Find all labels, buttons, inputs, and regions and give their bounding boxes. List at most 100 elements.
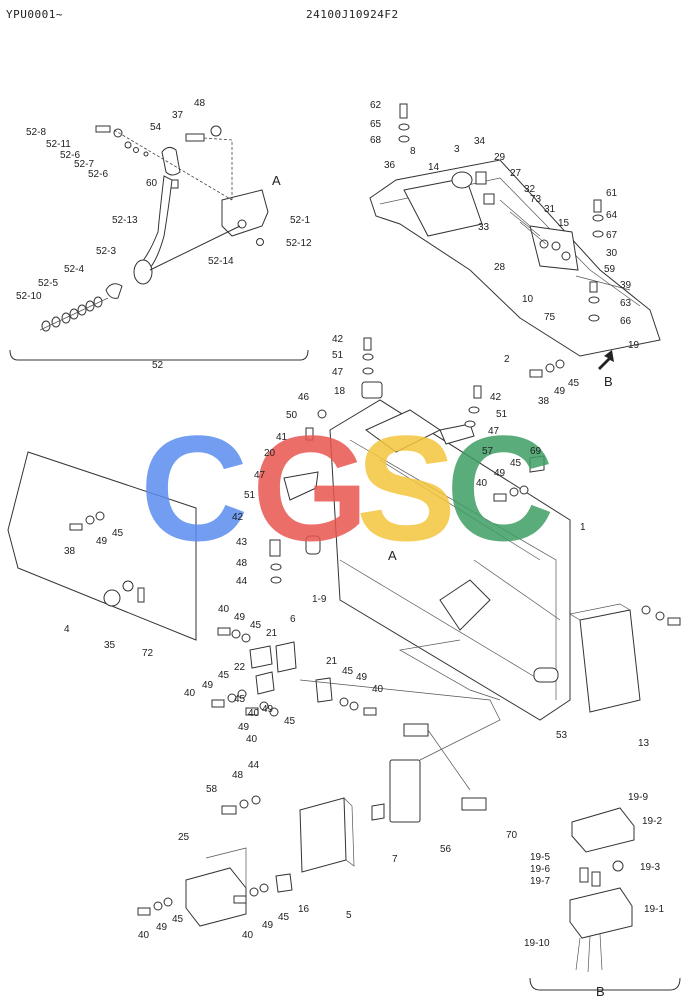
washer-50: [317, 409, 327, 419]
watermark-letter: C: [140, 404, 248, 572]
callout: 28: [494, 262, 506, 273]
callout: 72: [142, 648, 154, 659]
bolt-40: [137, 907, 151, 916]
lower-relays: [137, 627, 501, 927]
callout: 44: [248, 760, 260, 771]
diode-7: [371, 803, 385, 821]
cable-59: [575, 275, 631, 291]
washer-45: [259, 883, 269, 893]
bolt-38: [529, 369, 543, 378]
callout: 19-10: [524, 938, 550, 949]
callout: 7: [392, 854, 398, 865]
callout: 40: [242, 930, 254, 941]
callout: 40: [218, 604, 230, 615]
callout: 66: [620, 316, 632, 327]
frame-1: [329, 399, 571, 721]
callout: 56: [440, 844, 452, 855]
callout: 13: [638, 738, 650, 749]
callout: 45: [510, 458, 522, 469]
washer-48: [239, 799, 249, 809]
callout: 51: [496, 409, 508, 420]
washer: [231, 629, 241, 639]
callout: 45: [284, 716, 296, 727]
relay-6: [275, 641, 297, 673]
washer-68: [398, 135, 410, 143]
callout: 40: [184, 688, 196, 699]
callout: 48: [194, 98, 206, 109]
wires-19-10: [575, 933, 603, 973]
harness-lines: [499, 199, 547, 245]
callout: 52-6: [60, 150, 80, 161]
relay-21: [315, 677, 333, 703]
callout: 45: [218, 670, 230, 681]
washer: [124, 141, 132, 149]
washer-49: [249, 887, 259, 897]
switch-29: [483, 193, 495, 205]
plug-35: [103, 589, 121, 607]
screw-62: [399, 103, 408, 119]
callout: 49: [494, 468, 506, 479]
nut-52-12: [256, 238, 264, 246]
callout: 19-7: [530, 876, 550, 887]
screw-39: [589, 281, 598, 293]
washer-63: [588, 296, 600, 304]
watermark-letter: G: [252, 404, 369, 572]
washer: [339, 697, 349, 707]
callout: 49: [156, 922, 168, 933]
switch: [539, 239, 549, 249]
callout: 64: [606, 210, 618, 221]
fuse-cover-19-9: [571, 807, 635, 853]
clip-72: [137, 587, 145, 603]
callout: 8: [410, 146, 416, 157]
callout: 40: [476, 478, 488, 489]
plate-5: [299, 797, 347, 873]
leader-line: [113, 129, 233, 201]
callout: 52-4: [64, 264, 84, 275]
detail-b: [529, 807, 681, 991]
callout: 52: [152, 360, 164, 371]
leader-line: [149, 225, 241, 271]
callout: 30: [606, 248, 618, 259]
washer-51: [468, 406, 480, 414]
callout: 4: [64, 624, 70, 635]
bolt-37: [185, 133, 205, 142]
callout: A: [272, 173, 281, 188]
callout: 62: [370, 100, 382, 111]
washer-49: [153, 901, 163, 911]
callout: 59: [604, 264, 616, 275]
callout: 18: [334, 386, 346, 397]
callout: 25: [178, 832, 190, 843]
ball: [143, 151, 149, 157]
frame-edges: [339, 439, 557, 700]
relay-16: [275, 873, 293, 893]
lever-rod-52-13: [141, 175, 173, 269]
callout: 19: [628, 340, 640, 351]
side-panel-4: [7, 451, 197, 641]
switch-3: [451, 171, 473, 189]
callout: 19-6: [530, 864, 550, 875]
relay-22: [255, 671, 275, 695]
callout: 42: [332, 334, 344, 345]
callouts-group52: 52-8 52-11 52-6 52-7 52-6 54 37 48 60 A …: [16, 98, 312, 371]
callout: 61: [606, 188, 618, 199]
callout: 45: [342, 666, 354, 677]
console-assembly: [369, 103, 661, 378]
bracket-A: [221, 189, 269, 237]
callout: 19-2: [642, 816, 662, 827]
callout: 50: [286, 410, 298, 421]
bolt-40: [493, 493, 507, 502]
washer: [241, 633, 251, 643]
callouts-middle: 42 51 47 18 46 50 41 20 47 51 42 43 48 4…: [64, 334, 586, 659]
callout: 46: [298, 392, 310, 403]
callout: 51: [332, 350, 344, 361]
callout: 49: [96, 536, 108, 547]
callout: 47: [488, 426, 500, 437]
fuse-19-5: [579, 867, 589, 883]
callout: 49: [262, 920, 274, 931]
callout: 45: [278, 912, 290, 923]
group-bracket-52: [9, 349, 309, 361]
callout: 68: [370, 135, 382, 146]
callout: 19-1: [644, 904, 664, 915]
washer-45: [519, 485, 529, 495]
callout: 65: [370, 119, 382, 130]
